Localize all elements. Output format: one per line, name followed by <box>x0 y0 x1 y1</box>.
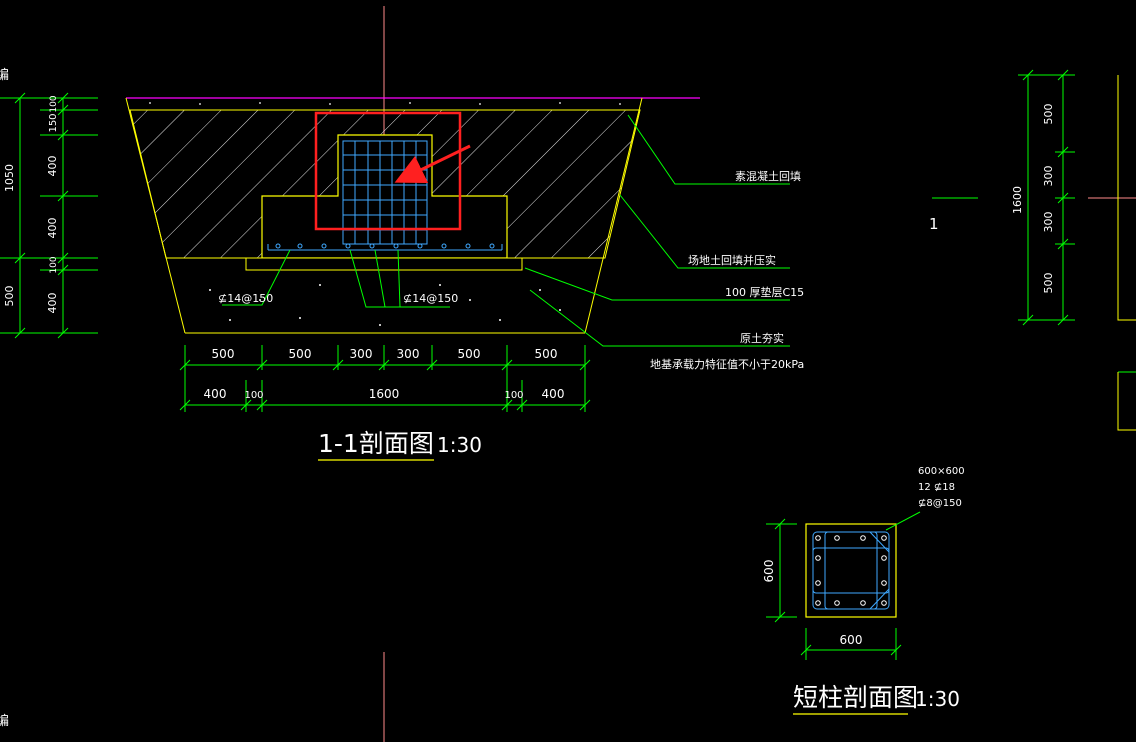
rebar-leaders <box>222 249 450 308</box>
dim-bottom-0: 400 <box>204 387 227 401</box>
dim-bottom-3: 100 <box>504 390 523 401</box>
column-bars <box>815 535 887 606</box>
cushion-layer <box>245 257 523 271</box>
highlight-box <box>314 111 462 231</box>
left-dim-400c: 400 <box>46 293 59 314</box>
plan-dim-0: 500 <box>1042 104 1055 125</box>
left-dim-100b: 100 <box>49 256 59 273</box>
left-dim-total: 1050 <box>3 164 16 192</box>
section-1-1: ⊈14@150 ⊈14@150 素混凝土回填 场地土回填并压实 100 厚垫层C… <box>0 92 804 461</box>
right-plan: 1600 500 300 300 500 1 <box>929 69 1136 431</box>
plan-dim-total: 1600 <box>1011 186 1024 214</box>
left-dim-400a: 400 <box>46 156 59 177</box>
soil-speckles <box>149 102 621 326</box>
plan-section-mark: 1 <box>929 215 939 233</box>
section-title: 1-1剖面图 <box>318 429 434 458</box>
column-stirrups <box>812 531 890 610</box>
left-dim-100a: 100 <box>49 95 59 112</box>
plan-dim-3: 500 <box>1042 273 1055 294</box>
column-title: 短柱剖面图 <box>793 683 918 712</box>
edge-fragment-top: 编 <box>0 68 9 83</box>
left-dimensions <box>0 92 98 339</box>
dim-top-1: 500 <box>289 347 312 361</box>
column-spec-bars: 12 ⊈18 <box>918 482 955 493</box>
column-scale: 1:30 <box>915 687 960 711</box>
callout-bearing: 地基承载力特征值不小于20kPa <box>650 357 804 371</box>
plan-dim-1: 300 <box>1042 166 1055 187</box>
column-dimensions <box>766 518 902 660</box>
dim-bottom-1: 100 <box>244 390 263 401</box>
dimension-lines <box>179 345 591 412</box>
rebar-label-left: ⊈14@150 <box>218 292 273 305</box>
dim-bottom-4: 400 <box>542 387 565 401</box>
left-dim-lower: 500 <box>3 286 16 307</box>
column-outline <box>805 523 897 618</box>
dim-top-4: 500 <box>458 347 481 361</box>
callout-cushion: 100 厚垫层C15 <box>725 285 804 299</box>
dim-top-3: 300 <box>397 347 420 361</box>
dim-bottom-2: 1600 <box>369 387 400 401</box>
callout-soil: 原土夯实 <box>740 331 784 345</box>
plan-dim-2: 300 <box>1042 212 1055 233</box>
rebar-dots <box>275 243 495 249</box>
column-spec-stirrup: ⊈8@150 <box>918 498 962 509</box>
edge-fragment-bottom: 编 <box>0 714 9 729</box>
column-width: 600 <box>840 633 863 647</box>
left-dim-400b: 400 <box>46 218 59 239</box>
column-height: 600 <box>762 560 776 583</box>
section-scale: 1:30 <box>437 433 482 457</box>
callout-concrete-fill: 素混凝土回填 <box>735 169 801 183</box>
column-section: 600×600 12 ⊈18 ⊈8@150 600 600 短柱剖面图 1:30 <box>762 466 965 715</box>
left-dim-150: 150 <box>48 113 59 132</box>
column-spec-size: 600×600 <box>918 466 965 477</box>
dim-top-0: 500 <box>212 347 235 361</box>
rebar-label-right: ⊈14@150 <box>403 292 458 305</box>
dim-top-5: 500 <box>535 347 558 361</box>
highlight-arrow <box>394 144 471 184</box>
column-rebar <box>267 140 503 251</box>
callout-leaders <box>524 114 790 347</box>
dim-top-2: 300 <box>350 347 373 361</box>
callout-site-backfill: 场地土回填并压实 <box>688 253 776 267</box>
